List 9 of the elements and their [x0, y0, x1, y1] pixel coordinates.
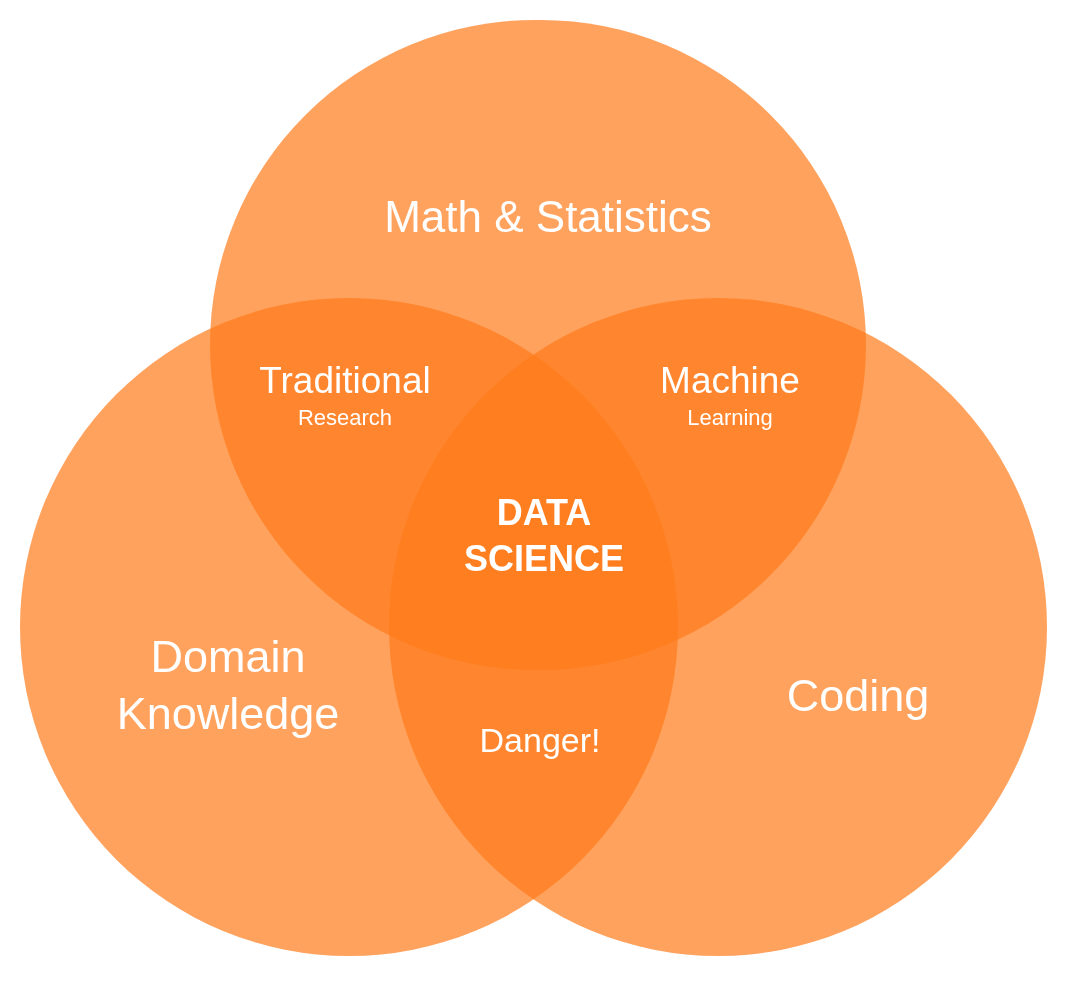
overlap-label: Machine — [660, 358, 800, 403]
circle-label: Coding — [786, 672, 930, 718]
overlap-label: Research — [297, 404, 393, 432]
overlap-label: Learning — [687, 404, 773, 432]
overlap-label: Danger! — [479, 719, 601, 761]
circle-label: Math & Statistics — [384, 190, 712, 243]
circle-label: Domain Knowledge — [115, 629, 341, 741]
overlap-label: DATA SCIENCE — [463, 490, 625, 581]
overlap-label: Traditional — [259, 358, 431, 403]
